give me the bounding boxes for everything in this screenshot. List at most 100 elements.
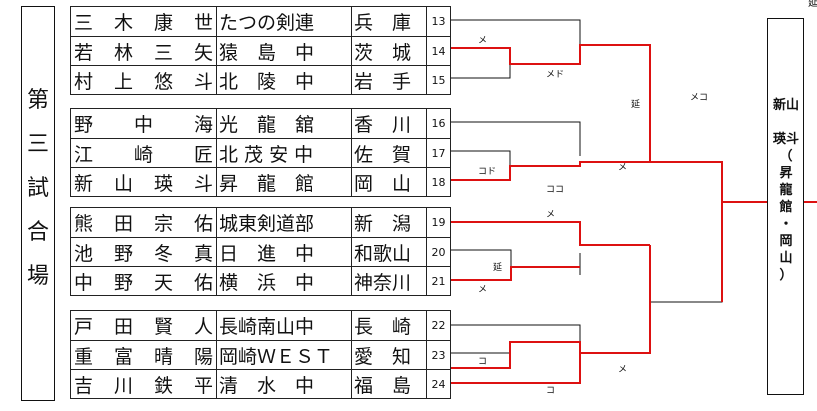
bracket-line (451, 150, 511, 166)
bracket-line (451, 324, 581, 353)
prefecture: 岩 手 (352, 66, 427, 94)
entry-number: 16 (431, 117, 446, 130)
entry-number: 14 (431, 44, 446, 58)
prefecture: 愛 知 (352, 341, 427, 369)
player-name: 江崎匠 (71, 139, 217, 167)
player-name: 三木康世 (71, 7, 217, 36)
player-name: 重富晴陽 (71, 341, 217, 369)
prefecture: 和歌山 (352, 238, 427, 266)
bracket-line (650, 161, 723, 202)
entry-number: 19 (431, 216, 446, 229)
entry-number: 20 (431, 245, 446, 259)
corner-fragment: 延 (808, 0, 817, 9)
prefecture: 長 崎 (352, 311, 427, 340)
entry-row[interactable]: 熊田宗佑 城東剣道部 新 潟 19 (71, 208, 450, 237)
result-label: メ (478, 36, 487, 46)
result-labels: メ メド コド ココ メ 延 メコ メ 延 メ コ コ メ (478, 36, 708, 396)
venue-char: 試 (26, 176, 49, 201)
winner-line (649, 103, 768, 203)
school-name: 北 陵 中 (217, 66, 352, 94)
player-name: 野中海 (71, 109, 217, 138)
prefecture: 神奈川 (352, 267, 427, 295)
result-label: 延 (631, 98, 640, 110)
bracket-line (451, 19, 581, 45)
venue-box: 第 三 試 合 場 (21, 6, 55, 401)
entry-row[interactable]: 吉川鉄平 清 水 中 福 島 24 (71, 369, 450, 398)
winner-line (451, 221, 650, 246)
school-name: 横 浜 中 (217, 267, 352, 295)
entry-number: 15 (431, 73, 446, 87)
school-name: 猿 島 中 (217, 37, 352, 65)
school-name: 岡崎ＷＥＳＴ (217, 341, 352, 369)
result-label: メド (546, 70, 564, 80)
result-label: メ (618, 365, 627, 375)
entry-number: 18 (431, 175, 446, 189)
entry-group: 野中海 光 龍 舘 香 川 16 江崎匠 北 茂 安 中 佐 賀 17 新山瑛斗… (70, 108, 451, 197)
school-name: 清 水 中 (217, 370, 352, 398)
player-name: 熊田宗佑 (71, 208, 217, 237)
entry-number: 22 (431, 319, 446, 332)
result-label: 延 (493, 261, 502, 273)
result-label: メ (618, 163, 627, 173)
winner-line (451, 353, 581, 384)
school-name: 北 茂 安 中 (217, 139, 352, 167)
result-label: メコ (690, 93, 708, 103)
entry-row[interactable]: 新山瑛斗 昇 龍 館 岡 山 18 (71, 167, 450, 196)
entry-row[interactable]: 若林三矢 猿 島 中 茨 城 14 (71, 36, 450, 65)
bracket-line (451, 121, 581, 156)
entry-row[interactable]: 中野天佑 横 浜 中 神奈川 21 (71, 266, 450, 295)
entry-row[interactable]: 三木康世 たつの剣連 兵 庫 13 (71, 7, 450, 36)
bracket-line (451, 64, 511, 79)
prefecture: 福 島 (352, 370, 427, 398)
prefecture: 兵 庫 (352, 7, 427, 36)
school-name: 昇 龍 館 (217, 168, 352, 196)
school-name: たつの剣連 (217, 7, 352, 36)
result-label: メ (546, 210, 555, 220)
champion-name: 新山 瑛斗 （ 昇 龍 館 ・ 岡 山 ） (772, 98, 799, 283)
player-name: 吉川鉄平 (71, 370, 217, 398)
player-name: 若林三矢 (71, 37, 217, 65)
result-label: コ (546, 386, 555, 396)
prefecture: 佐 賀 (352, 139, 427, 167)
entry-row[interactable]: 野中海 光 龍 舘 香 川 16 (71, 109, 450, 138)
player-name: 池野冬真 (71, 238, 217, 266)
champion-box: 新山 瑛斗 （ 昇 龍 館 ・ 岡 山 ） (767, 18, 804, 395)
entry-number: 17 (431, 146, 446, 160)
entry-number: 24 (431, 377, 446, 391)
bracket-line (451, 249, 512, 267)
result-label: コ (478, 357, 487, 367)
entry-number: 13 (431, 15, 446, 28)
winner-line (451, 161, 650, 181)
winner-line (451, 44, 651, 162)
prefecture: 茨 城 (352, 37, 427, 65)
player-name: 新山瑛斗 (71, 168, 217, 196)
bracket-lines-loser (451, 19, 723, 354)
bracket-lines-winner (451, 44, 817, 384)
school-name: 城東剣道部 (217, 208, 352, 237)
player-name: 戸田賢人 (71, 311, 217, 340)
venue-char: 三 (26, 132, 49, 157)
result-label: メ (478, 285, 487, 295)
entry-number: 21 (431, 274, 446, 288)
entry-row[interactable]: 村上悠斗 北 陵 中 岩 手 15 (71, 65, 450, 94)
entry-number: 23 (431, 348, 446, 362)
prefecture: 岡 山 (352, 168, 427, 196)
entry-row[interactable]: 池野冬真 日 進 中 和歌山 20 (71, 237, 450, 266)
entry-row[interactable]: 江崎匠 北 茂 安 中 佐 賀 17 (71, 138, 450, 167)
result-label: コド (478, 167, 496, 177)
venue-char: 第 (26, 88, 49, 113)
result-label: ココ (546, 185, 564, 195)
school-name: 光 龍 舘 (217, 109, 352, 138)
winner-line (580, 302, 651, 354)
prefecture: 香 川 (352, 109, 427, 138)
entry-row[interactable]: 重富晴陽 岡崎ＷＥＳＴ 愛 知 23 (71, 340, 450, 369)
entry-group: 熊田宗佑 城東剣道部 新 潟 19 池野冬真 日 進 中 和歌山 20 中野天佑… (70, 207, 451, 296)
winner-line (451, 266, 580, 281)
venue-char: 場 (26, 264, 49, 289)
player-name: 中野天佑 (71, 267, 217, 295)
school-name: 日 進 中 (217, 238, 352, 266)
venue-title: 第 三 試 合 場 (22, 79, 54, 299)
entry-row[interactable]: 戸田賢人 長崎南山中 長 崎 22 (71, 311, 450, 340)
entry-group: 三木康世 たつの剣連 兵 庫 13 若林三矢 猿 島 中 茨 城 14 村上悠斗… (70, 6, 451, 95)
